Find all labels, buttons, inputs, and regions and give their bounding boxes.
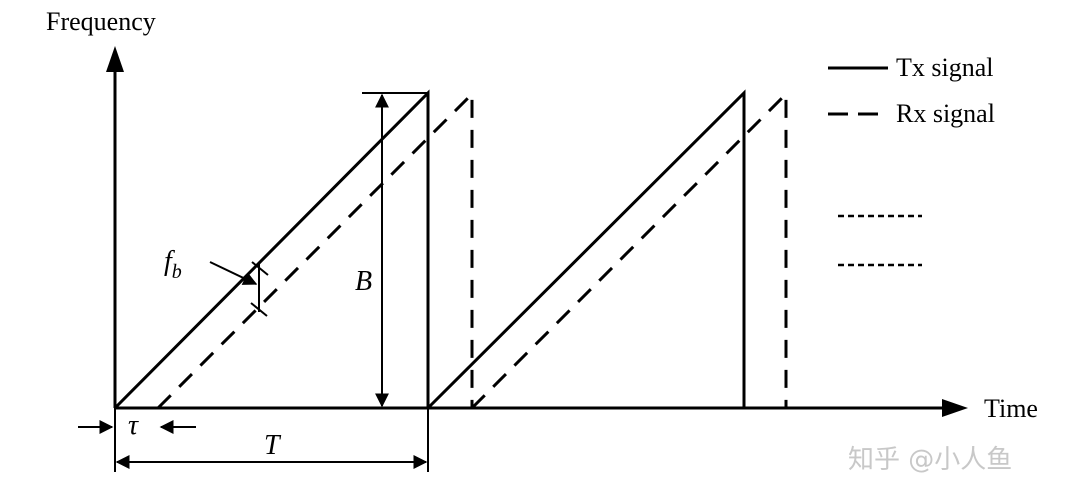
y-axis-arrowhead <box>106 46 124 72</box>
period-label: T <box>264 430 282 461</box>
legend-tx-label: Tx signal <box>896 53 994 82</box>
watermark-text: 知乎 @小人鱼 <box>848 445 1012 475</box>
rx-signal-chirp-1 <box>156 90 474 410</box>
x-axis-arrowhead <box>942 399 968 417</box>
beat-frequency-label: fb <box>164 246 182 283</box>
tx-signal-chirp-2 <box>426 89 746 410</box>
x-axis-label: Time <box>984 394 1038 423</box>
legend-rx-label: Rx signal <box>896 99 995 128</box>
y-axis-label: Frequency <box>46 7 156 36</box>
bandwidth-label: B <box>355 266 372 297</box>
beat-frequency-subscript: b <box>172 261 182 283</box>
beat-frequency-arrow <box>209 261 258 285</box>
delay-label: τ <box>128 410 139 441</box>
rx-signal-chirp-2 <box>470 90 788 410</box>
